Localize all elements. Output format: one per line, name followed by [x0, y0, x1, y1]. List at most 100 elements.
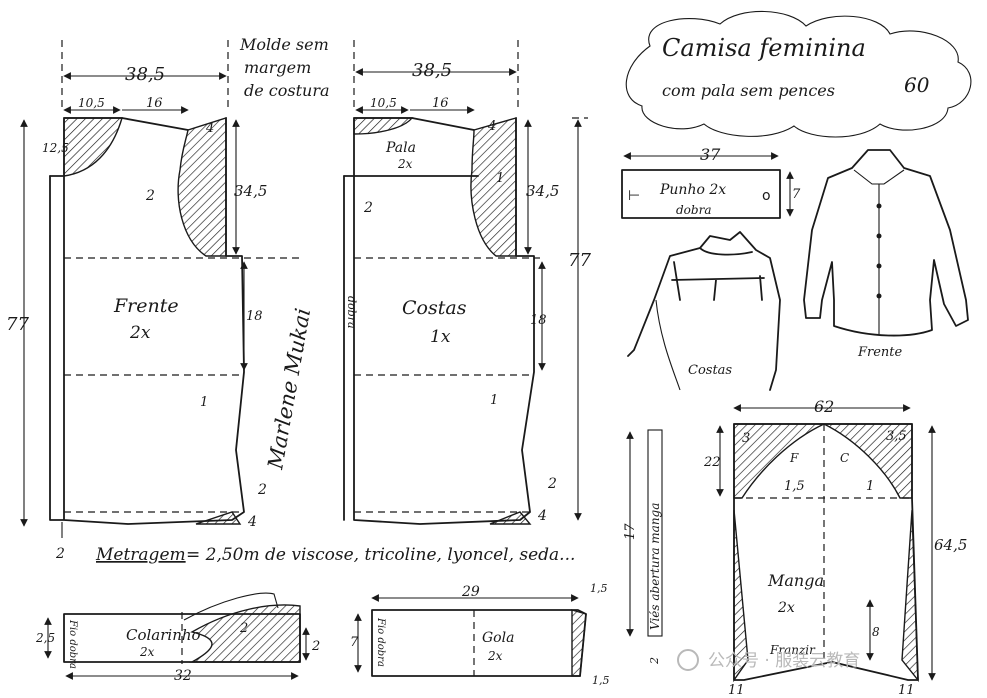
front-hem-in-label: 4 — [247, 514, 257, 530]
stand-label: Gola — [482, 630, 514, 646]
front-neck-depth: 12,5 — [42, 141, 69, 155]
front-neck-width-label: 10,5 — [78, 96, 105, 110]
back-ease-label: 1 — [490, 393, 498, 408]
cuff-width-label: 37 — [700, 145, 721, 164]
sleeve-front-letter: C — [840, 451, 849, 465]
title-cloud-outline — [625, 10, 972, 138]
sleeve-slit-label: 8 — [872, 625, 880, 639]
bias-width-label: 2 — [648, 657, 661, 665]
note-line-3: de costura — [244, 81, 330, 100]
back-armhole-label: 34,5 — [526, 182, 559, 200]
back-length-label: 77 — [568, 250, 591, 271]
bias-strip-outline — [647, 429, 663, 637]
bias-strip: 17 Viés abertura manga 2 — [623, 429, 663, 665]
front-hem-left-label: 2 — [55, 546, 65, 562]
back-hem-up-label: 2 — [547, 476, 557, 492]
stand-qty: 2x — [487, 649, 503, 663]
note-line-1: Molde sem — [239, 35, 329, 54]
watermark: 公众号 · 服装云教育 — [677, 649, 860, 671]
sleeve-side-front — [901, 509, 919, 683]
front-hem-curve — [195, 511, 242, 525]
sleeve-hem-right: 11 — [898, 683, 915, 698]
front-label: Frente — [113, 295, 179, 317]
back-yoke-mark: 1 — [496, 171, 504, 186]
bias-label: Viés abertura manga — [648, 503, 662, 630]
collar-width-label: 32 — [174, 668, 192, 684]
back-center-mark: 2 — [363, 200, 373, 216]
collar-qty: 2x — [139, 645, 155, 659]
button-1 — [876, 203, 882, 209]
collar-piece: Fio dobra 2,5 Colarinho 2x 2 2 32 — [35, 592, 320, 684]
front-sketch-body — [803, 149, 969, 337]
cuff-buttonhole-icon: ⊢ — [628, 188, 640, 204]
collar-curve-label: 2 — [239, 621, 248, 636]
collar-point — [189, 604, 301, 663]
sleeve-hem-left: 11 — [728, 683, 745, 698]
sleeve-side-back — [733, 509, 749, 683]
sleeve-width-label: 62 — [814, 397, 834, 416]
back-shoulder-label: 16 — [432, 96, 449, 111]
back-side-label: 18 — [530, 313, 547, 328]
watermark-text: 公众号 · 服装云教育 — [708, 651, 860, 671]
stand-end — [571, 609, 587, 677]
title-line-1: Camisa feminina — [662, 34, 866, 62]
front-side-label: 18 — [246, 309, 263, 324]
back-yoke-label: Pala — [385, 140, 416, 156]
front-armhole — [177, 117, 227, 257]
sleeve-label: Manga — [767, 571, 824, 590]
button-3 — [876, 263, 882, 269]
note-line-2: margem — [244, 58, 311, 77]
front-sketch-label: Frente — [857, 345, 903, 360]
front-piece: 38,5 10,5 16 4 12,5 77 34,5 18 1 2 4 2 2… — [6, 40, 315, 562]
stand-outline — [371, 609, 587, 677]
back-yoke-qty: 2x — [397, 157, 413, 171]
stand-piece: 29 Fio dobra 7 Gola 2x 1,5 1,5 — [350, 582, 610, 687]
front-shoulder-label: 16 — [146, 96, 163, 111]
back-sketch-label: Costas — [688, 363, 732, 378]
back-hem-in-label: 4 — [537, 508, 547, 524]
back-piece: 38,5 10,5 16 4 Pala 2x 1 2 34,5 77 18 1 … — [343, 40, 591, 525]
front-outline — [49, 117, 245, 525]
back-fold-label: dobra — [345, 296, 358, 329]
cuff-outline — [621, 169, 781, 219]
front-armhole-mark: 2 — [145, 188, 155, 204]
collar-end-label: 2 — [311, 639, 320, 654]
front-neckline — [63, 117, 123, 177]
cuff-height-label: 7 — [792, 187, 801, 202]
fabric-label: Metragem — [95, 545, 186, 565]
sleeve-back-letter: F — [789, 451, 799, 465]
front-armhole-label: 34,5 — [234, 182, 267, 200]
stand-width-label: 29 — [461, 584, 480, 600]
title-line-2: com pala sem pences — [662, 81, 835, 100]
front-shoulder-drop: 4 — [205, 121, 214, 136]
sleeve-piece: 62 22 3 3,5 F C 1,5 1 64,5 Manga 2x Fran… — [703, 397, 967, 698]
sleeve-qty: 2x — [777, 600, 795, 616]
sleeve-cap-left: 3 — [742, 431, 750, 446]
back-sketch-lines — [627, 231, 781, 391]
front-hem-up-label: 2 — [257, 482, 267, 498]
stand-height-label: 7 — [350, 635, 359, 650]
sleeve-cap-height: 22 — [703, 455, 721, 470]
sleeve-length-label: 64,5 — [934, 536, 967, 554]
collar-fold-label: Fio dobra — [67, 619, 78, 669]
sleeve-offset-left: 1,5 — [784, 479, 805, 494]
bias-length-label: 17 — [623, 523, 638, 540]
sleeve-offset-right: 1 — [866, 479, 874, 494]
fabric-text: = 2,50m de viscose, tricoline, lyoncel, … — [186, 545, 575, 565]
back-width-label: 38,5 — [412, 60, 452, 81]
collar-height-label: 2,5 — [35, 631, 55, 645]
sleeve-gather-label: Franzir — [769, 643, 816, 657]
cuff-piece: 37 ⊢ o Punho 2x dobra 7 — [621, 145, 801, 219]
back-hem-curve — [489, 511, 532, 525]
collar-curve — [183, 592, 279, 621]
sleeve-cap-right: 3,5 — [886, 429, 907, 444]
back-outline — [353, 117, 535, 525]
signature: Marlene Mukai — [263, 306, 315, 472]
stand-top-label: 1,5 — [590, 582, 608, 595]
back-qty: 1x — [430, 327, 451, 347]
back-sketch: Costas — [627, 231, 781, 391]
title-number: 60 — [904, 73, 930, 97]
back-sketch-sleeve — [655, 299, 681, 391]
cuff-fold-label: dobra — [676, 203, 711, 217]
